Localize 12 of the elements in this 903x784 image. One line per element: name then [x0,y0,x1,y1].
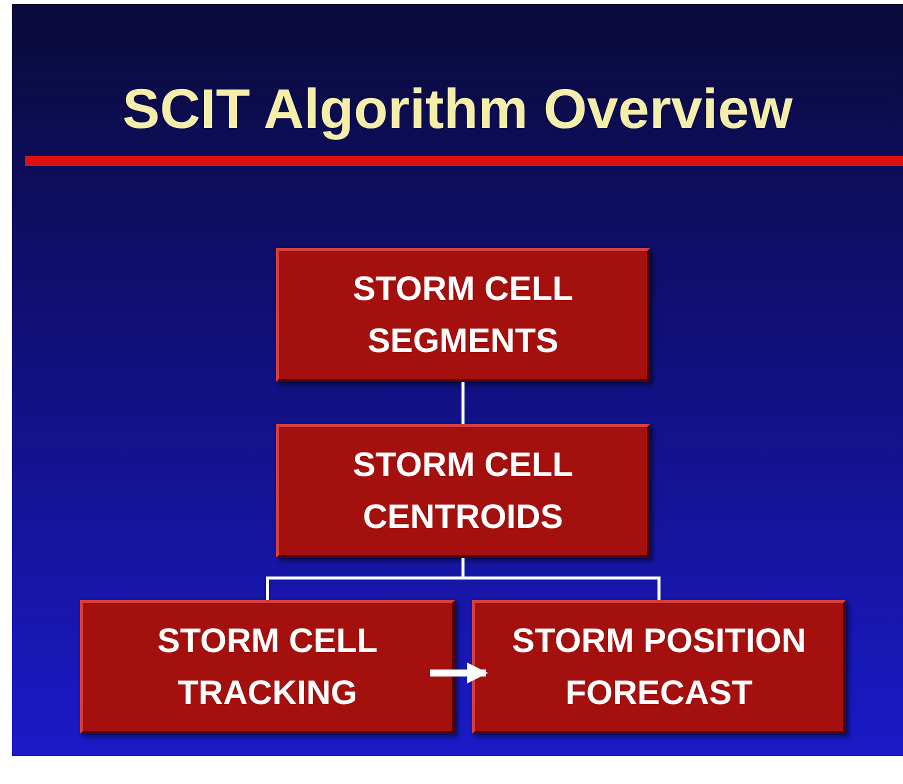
arrow [430,662,488,684]
slide-title: SCIT Algorithm Overview [121,76,794,141]
connector-line [462,558,660,600]
box-label: STORM CELL TRACKING [156,621,379,714]
connector-line [462,382,464,424]
box-label: STORM CELL SEGMENTS [352,269,574,362]
box-label: STORM CELL CENTROIDS [352,445,574,538]
process-box [276,424,650,558]
process-box [276,248,650,382]
process-box [472,600,846,734]
box-label: STORM POSITION FORECAST [510,621,808,714]
process-box [80,600,455,734]
